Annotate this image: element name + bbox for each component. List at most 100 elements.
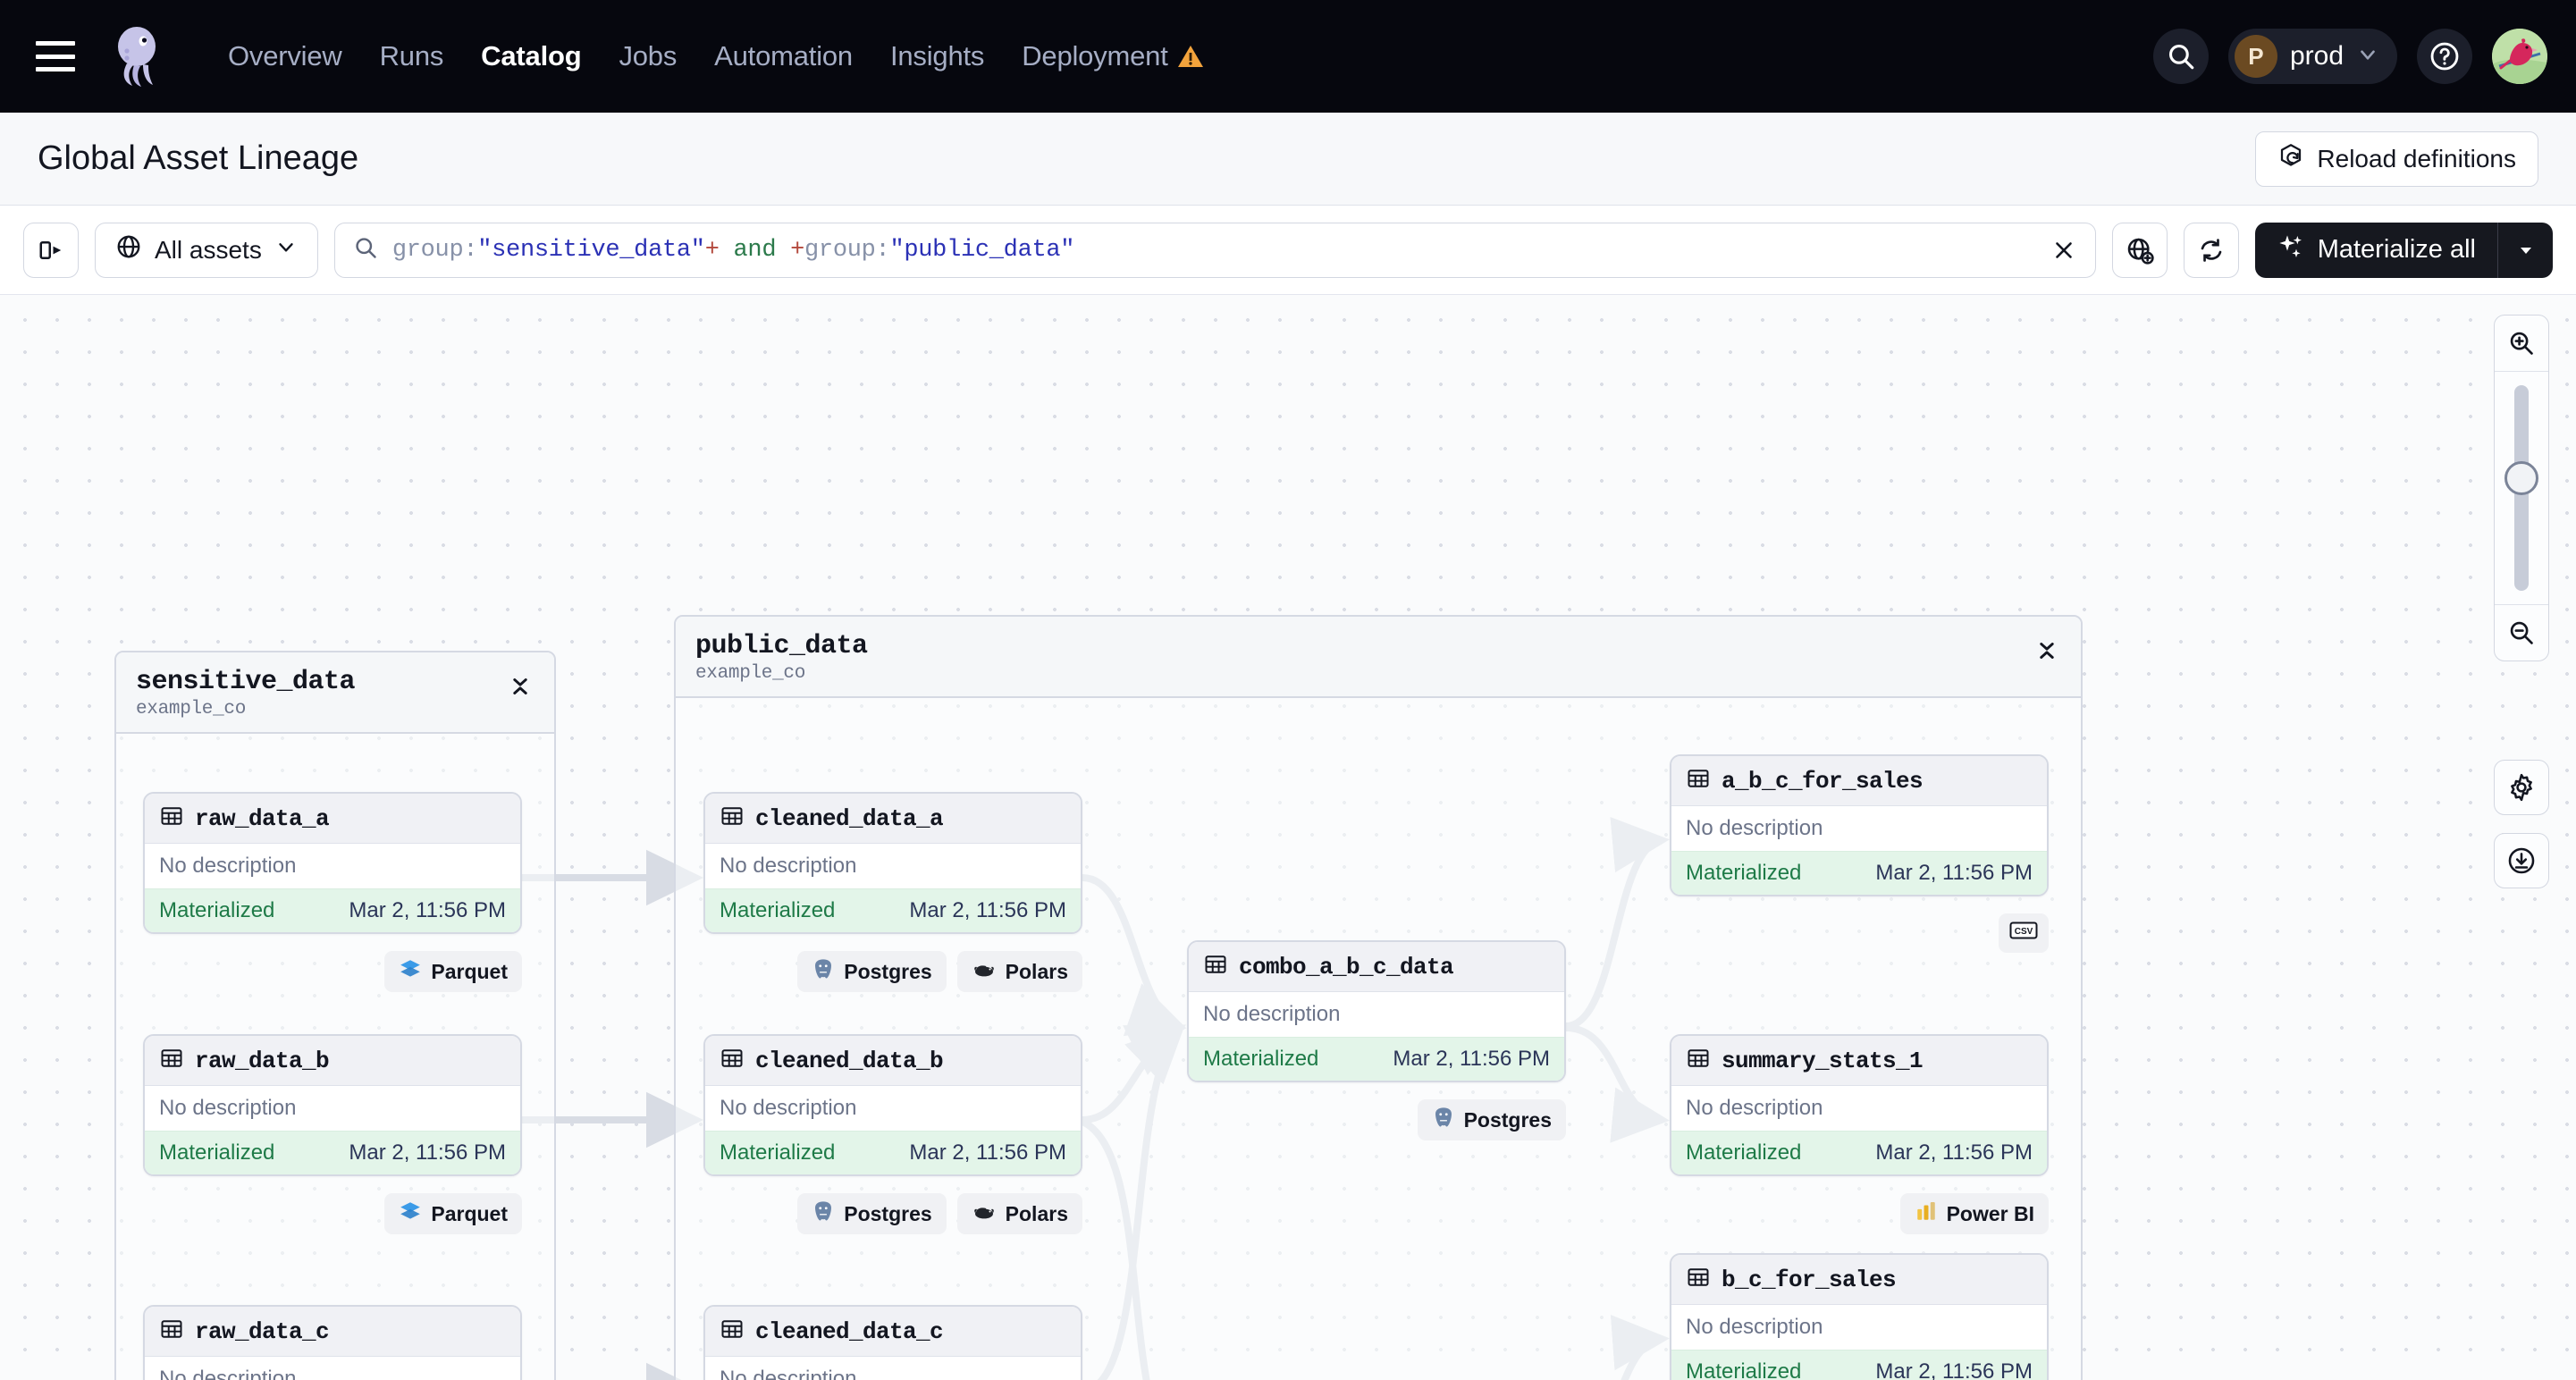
- materialize-all-dropdown[interactable]: [2497, 222, 2553, 278]
- polars-icon: [972, 959, 997, 984]
- asset-node-combo_a_b_c_data[interactable]: combo_a_b_c_data No description Material…: [1187, 940, 1566, 1082]
- asset-node-header: b_c_for_sales: [1671, 1255, 2047, 1305]
- asset-group-header[interactable]: sensitive_data example_co: [116, 652, 554, 734]
- zoom-slider-thumb[interactable]: [2504, 461, 2538, 495]
- asset-node-a_b_c_for_sales[interactable]: a_b_c_for_sales No description Materiali…: [1670, 754, 2049, 896]
- sidebar-toggle-button[interactable]: [23, 222, 79, 278]
- asset-node-status: Materialized Mar 2, 11:56 PM: [705, 1131, 1081, 1174]
- nav-right-controls: P prod: [2152, 0, 2547, 113]
- table-icon: [1686, 766, 1711, 795]
- asset-tag-parquet[interactable]: Parquet: [384, 951, 522, 992]
- asset-node-title: summary_stats_1: [1722, 1047, 1924, 1074]
- asset-node-header: summary_stats_1: [1671, 1036, 2047, 1086]
- asset-tag-postgres[interactable]: Postgres: [797, 1193, 947, 1234]
- search-token: group:: [804, 236, 890, 264]
- search-token: +: [790, 236, 805, 264]
- collapse-icon[interactable]: [506, 672, 535, 701]
- asset-tag-postgres[interactable]: Postgres: [1417, 1099, 1566, 1140]
- asset-node-status: Materialized Mar 2, 11:56 PM: [1671, 851, 2047, 895]
- divider: [2495, 371, 2548, 372]
- nav-link-insights[interactable]: Insights: [889, 40, 985, 72]
- asset-tag-parquet[interactable]: Parquet: [384, 1193, 522, 1234]
- asset-node-status: Materialized Mar 2, 11:56 PM: [1671, 1350, 2047, 1380]
- nav-link-catalog[interactable]: Catalog: [481, 40, 582, 72]
- asset-group-name: public_data: [695, 631, 868, 661]
- nav-link-deployment[interactable]: Deployment: [1003, 40, 1222, 72]
- search-input-value[interactable]: group:"sensitive_data"+ and +group:"publ…: [392, 236, 1075, 264]
- graph-settings-button[interactable]: [2494, 760, 2549, 815]
- divider: [2495, 604, 2548, 605]
- asset-node-raw_data_b[interactable]: raw_data_b No description Materialized M…: [143, 1034, 522, 1176]
- sparkle-icon: [2277, 232, 2305, 268]
- asset-group-sensitive_data[interactable]: sensitive_data example_co: [114, 651, 556, 1380]
- status-timestamp: Mar 2, 11:56 PM: [1875, 1359, 2033, 1380]
- table-icon: [159, 1046, 184, 1075]
- nav-link-jobs[interactable]: Jobs: [619, 40, 678, 72]
- materialize-all-button[interactable]: Materialize all: [2254, 222, 2553, 278]
- clear-search-icon[interactable]: [2050, 237, 2077, 264]
- search-token: "public_data": [889, 236, 1075, 264]
- user-avatar[interactable]: [2492, 29, 2547, 84]
- status-timestamp: Mar 2, 11:56 PM: [1875, 1140, 2033, 1165]
- asset-node-description: No description: [705, 844, 1081, 888]
- svg-text:CSV: CSV: [2015, 927, 2033, 937]
- asset-node-raw_data_a[interactable]: raw_data_a No description Materialized M…: [143, 792, 522, 934]
- reload-definitions-button[interactable]: Reload definitions: [2255, 130, 2538, 187]
- asset-node-cleaned_data_b[interactable]: cleaned_data_b No description Materializ…: [703, 1034, 1082, 1176]
- asset-tag-label: Postgres: [1463, 1107, 1552, 1132]
- collapse-icon[interactable]: [2033, 636, 2061, 665]
- asset-node-header: cleaned_data_b: [705, 1036, 1081, 1086]
- parquet-icon: [399, 957, 422, 986]
- nav-link-overview[interactable]: Overview: [228, 40, 342, 72]
- zoom-controls[interactable]: [2494, 315, 2549, 661]
- asset-node-title: a_b_c_for_sales: [1722, 767, 1924, 795]
- hamburger-menu-icon[interactable]: [36, 41, 75, 72]
- chevron-down-icon: [2356, 43, 2379, 71]
- deployment-switcher[interactable]: P prod: [2227, 29, 2397, 84]
- zoom-out-button[interactable]: [2495, 605, 2548, 661]
- globe-plus-button[interactable]: [2111, 222, 2168, 278]
- reload-definitions-icon: [2277, 142, 2304, 175]
- status-badge: Materialized: [1686, 1359, 1802, 1380]
- asset-node-title: cleaned_data_a: [755, 804, 944, 832]
- asset-node-summary_stats_1[interactable]: summary_stats_1 No description Materiali…: [1670, 1034, 2049, 1176]
- asset-tag-polars[interactable]: Polars: [956, 951, 1082, 992]
- zoom-in-button[interactable]: [2495, 316, 2548, 371]
- asset-node-status: Materialized Mar 2, 11:56 PM: [1671, 1131, 2047, 1174]
- nav-link-runs[interactable]: Runs: [379, 40, 444, 72]
- asset-node-raw_data_c[interactable]: raw_data_c No description Materialized M…: [143, 1305, 522, 1380]
- asset-node-cleaned_data_c[interactable]: cleaned_data_c No description Materializ…: [703, 1305, 1082, 1380]
- asset-node-status: Materialized Mar 2, 11:56 PM: [705, 888, 1081, 932]
- lineage-search-bar[interactable]: group:"sensitive_data"+ and +group:"publ…: [333, 222, 2096, 278]
- global-search-icon[interactable]: [2152, 29, 2209, 84]
- asset-node-description: No description: [705, 1086, 1081, 1131]
- asset-node-b_c_for_sales[interactable]: b_c_for_sales No description Materialize…: [1670, 1253, 2049, 1380]
- zoom-slider[interactable]: [2495, 372, 2548, 604]
- asset-tag-postgres[interactable]: Postgres: [797, 951, 947, 992]
- asset-filter-button[interactable]: All assets: [95, 222, 318, 278]
- table-icon: [159, 804, 184, 833]
- asset-node-tags-raw_data_b: Parquet: [143, 1193, 522, 1234]
- asset-node-cleaned_data_a[interactable]: cleaned_data_a No description Materializ…: [703, 792, 1082, 934]
- asset-tag-csv[interactable]: CSV: [1999, 913, 2049, 953]
- refresh-button[interactable]: [2183, 222, 2239, 278]
- table-icon: [720, 804, 745, 833]
- powerbi-icon: [1915, 1199, 1938, 1228]
- download-graph-button[interactable]: [2494, 833, 2549, 888]
- asset-tag-polars[interactable]: Polars: [956, 1193, 1082, 1234]
- materialize-all-main[interactable]: Materialize all: [2255, 223, 2497, 278]
- lineage-toolbar: All assets group:"sensitive_data"+ and +…: [0, 206, 2576, 295]
- dagster-logo-icon[interactable]: [102, 21, 172, 91]
- asset-node-status: Materialized Mar 2, 11:56 PM: [145, 1131, 520, 1174]
- nav-link-automation[interactable]: Automation: [714, 40, 853, 72]
- asset-node-header: combo_a_b_c_data: [1189, 942, 1564, 992]
- asset-node-header: raw_data_b: [145, 1036, 520, 1086]
- asset-lineage-canvas[interactable]: sensitive_data example_co public_data ex…: [0, 295, 2576, 1380]
- status-badge: Materialized: [720, 1140, 836, 1165]
- asset-group-header[interactable]: public_data example_co: [676, 617, 2081, 698]
- main-nav-links: Overview Runs Catalog Jobs Automation In…: [209, 40, 1223, 72]
- asset-node-description: No description: [1671, 1086, 2047, 1131]
- help-question-icon[interactable]: [2417, 29, 2472, 84]
- asset-tag-power-bi[interactable]: Power BI: [1899, 1193, 2049, 1234]
